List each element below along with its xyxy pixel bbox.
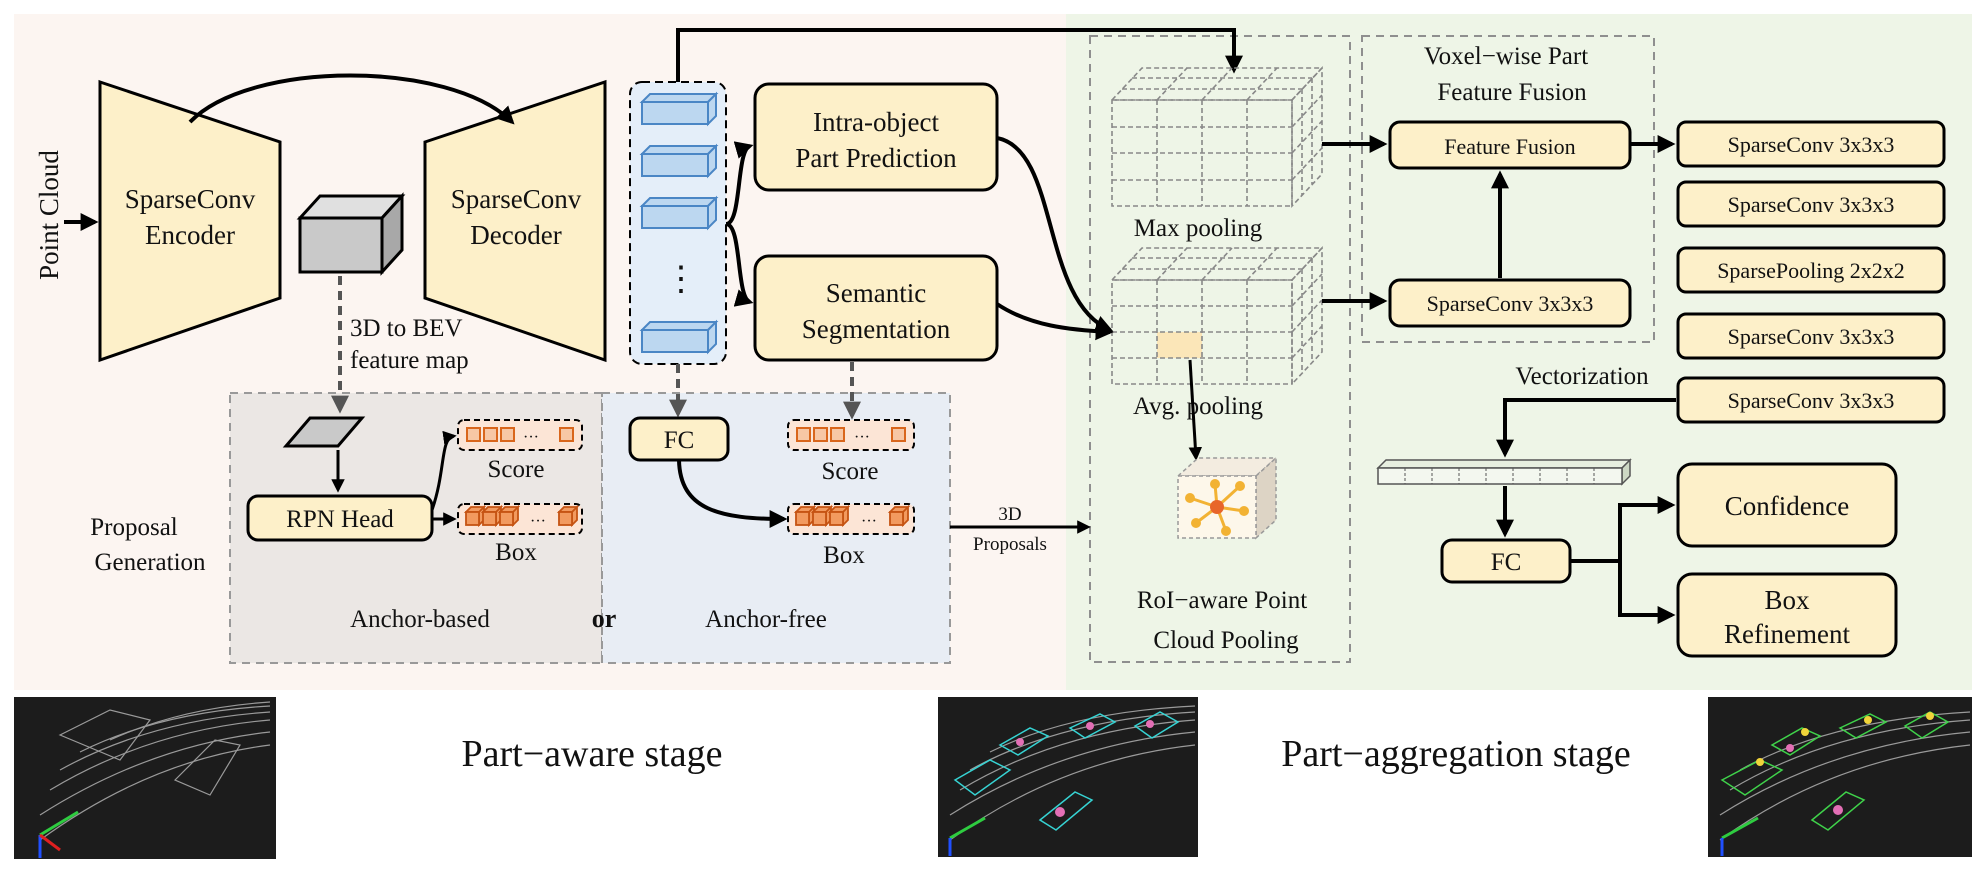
vector-bar-icon (1376, 458, 1632, 486)
stack-box-4 (1676, 312, 1946, 360)
voxel-fusion-title-line1: Voxel−wise Part (1424, 43, 1588, 70)
bev-label-line2: feature map (350, 347, 469, 374)
score-left-label: Score (488, 456, 545, 483)
svg-text:···: ··· (861, 513, 877, 530)
proposals-line2: Proposals (973, 534, 1047, 555)
box-right-label: Box (823, 542, 865, 569)
decoder-shape (423, 79, 607, 363)
score-right-icon: ··· (787, 419, 915, 451)
max-pooling-label: Max pooling (1134, 215, 1263, 242)
feature-ellipsis: ⋮ (664, 261, 698, 298)
semantic-seg-line1: Semantic (826, 278, 926, 308)
box-refinement-line2: Refinement (1724, 619, 1850, 649)
intra-object-line1: Intra-object (813, 107, 939, 137)
gray-cube-icon (296, 192, 406, 276)
anchor-free-label: Anchor-free (705, 606, 827, 633)
semantic-seg-line2: Segmentation (802, 314, 951, 344)
stage2-label: Part−aggregation stage (1281, 733, 1631, 775)
features-to-pooling-arrow (676, 28, 1243, 82)
stack-box-1 (1676, 120, 1946, 168)
lidar-scene-image (14, 697, 276, 859)
decoder-label-line2: Decoder (470, 220, 561, 250)
stack-box-3 (1676, 246, 1946, 294)
encoder-label-line1: SparseConv (125, 184, 256, 214)
svg-text:···: ··· (854, 429, 870, 446)
decoder-label-line1: SparseConv (451, 184, 582, 214)
roi-pooling-line2: Cloud Pooling (1153, 627, 1299, 654)
box-right-icon: ··· (787, 503, 915, 535)
encoder-label-line2: Encoder (145, 220, 235, 250)
proposal-generation-line2: Generation (94, 549, 206, 576)
intra-object-box (753, 82, 999, 192)
fc-to-refinement-arrow (1618, 561, 1676, 624)
rpn-head-label: RPN Head (286, 506, 394, 533)
fc-mid-label: FC (664, 427, 695, 454)
point-cloud-label: Point Cloud (34, 150, 64, 280)
feature-fusion-label: Feature Fusion (1444, 134, 1575, 159)
stage1-label: Part−aware stage (462, 733, 723, 775)
max-pooling-grid-icon (1110, 65, 1324, 209)
intra-to-pooling-arrow (996, 136, 1114, 333)
fork-to-semantic-arrow (725, 222, 754, 307)
confidence-label: Confidence (1725, 491, 1849, 521)
bev-label-line1: 3D to BEV (350, 315, 463, 342)
orange-star-node-icon (1176, 456, 1278, 540)
lidar-scene-with-boxes-image (938, 697, 1198, 857)
box-refinement-line1: Box (1764, 585, 1810, 615)
semantic-to-pooling-arrow (995, 302, 1114, 341)
stack-label-1: SparseConv 3x3x3 (1728, 132, 1895, 157)
voxel-fusion-title-line2: Feature Fusion (1437, 79, 1587, 106)
avg-pooling-label: Avg. pooling (1133, 393, 1264, 420)
avg-to-roi-arrow (1188, 359, 1203, 461)
confidence-box (1676, 462, 1898, 548)
svg-text:···: ··· (530, 513, 546, 530)
stack-label-5: SparseConv 3x3x3 (1728, 388, 1895, 413)
stack-to-vector-arrow (1496, 398, 1676, 458)
proposal-generation-line1: Proposal (90, 514, 178, 541)
score-left-icon: ··· (457, 419, 583, 451)
stack-label-2: SparseConv 3x3x3 (1728, 192, 1895, 217)
box-refinement-box (1676, 572, 1898, 658)
fc-to-confidence-arrow (1570, 496, 1676, 563)
box-left-label: Box (495, 539, 537, 566)
rpn-to-score-arrow (430, 430, 457, 511)
feature-block-icons (639, 91, 719, 355)
svg-text:···: ··· (523, 429, 539, 446)
proposals-line1: 3D (998, 504, 1021, 525)
roi-pooling-region (1089, 35, 1351, 663)
lidar-scene-with-refined-boxes-image (1708, 697, 1972, 857)
score-right-label: Score (822, 458, 879, 485)
fc-right-label: FC (1491, 549, 1522, 576)
stack-label-4: SparseConv 3x3x3 (1728, 324, 1895, 349)
gray-parallelogram-icon (282, 416, 366, 448)
vectorization-label: Vectorization (1515, 363, 1649, 390)
skip-connection-arrow (188, 73, 515, 125)
stack-label-3: SparsePooling 2x2x2 (1717, 258, 1905, 283)
box-left-icon: ··· (457, 503, 583, 535)
voxel-fusion-region (1361, 35, 1655, 343)
sparseconv-mid-label: SparseConv 3x3x3 (1427, 291, 1594, 316)
fork-to-intra-arrow (725, 141, 754, 226)
stack-box-2 (1676, 180, 1946, 228)
semantic-seg-box (753, 254, 999, 362)
intra-object-line2: Part Prediction (795, 143, 957, 173)
anchor-based-label: Anchor-based (350, 606, 490, 633)
sparseconv-mid-box (1388, 278, 1632, 328)
or-label: or (592, 604, 617, 633)
roi-pooling-line1: RoI−aware Point (1137, 587, 1307, 614)
stack-box-5 (1676, 376, 1946, 424)
fc-to-box-arrow (677, 459, 788, 528)
encoder-shape (98, 79, 282, 363)
